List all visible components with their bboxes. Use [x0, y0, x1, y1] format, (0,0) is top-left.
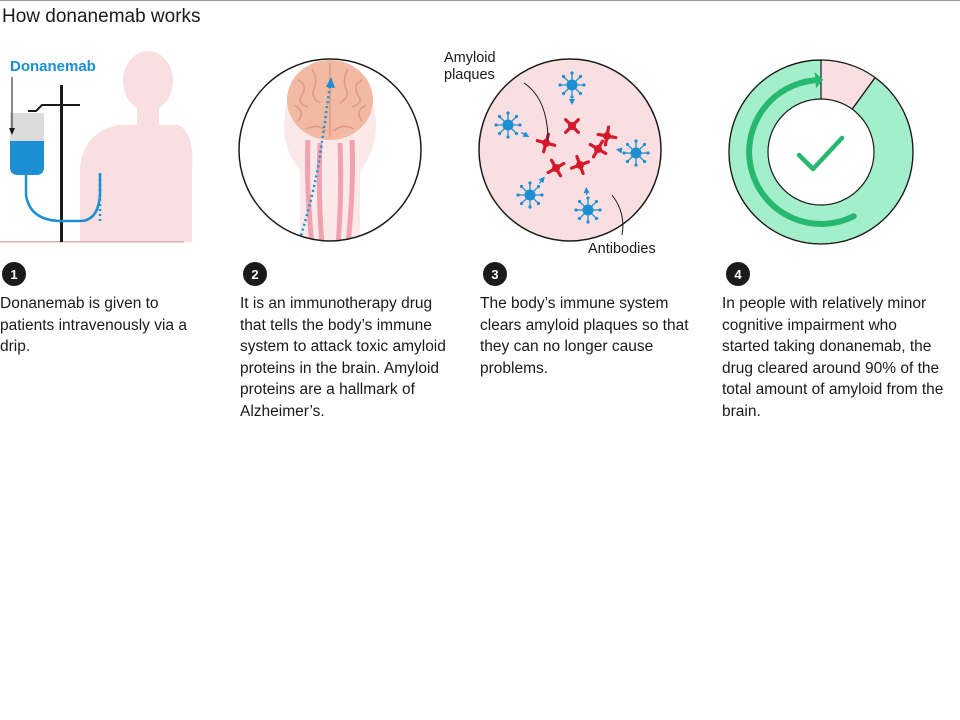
step-4-description: In people with relatively minor cognitiv…: [722, 295, 944, 420]
amyloid-plaque: [588, 139, 608, 159]
antibody: [494, 111, 530, 139]
drug-label: Donanemab: [10, 58, 96, 75]
amyloid-plaques: [535, 118, 618, 178]
step-3-number: 3: [483, 262, 507, 286]
step-1-illustration: Donanemab: [0, 45, 222, 260]
drip-tube: [24, 173, 102, 223]
step-2-description: It is an immunotherapy drug that tells t…: [240, 295, 446, 420]
step-3-description: The body’s immune system clears amyloid …: [480, 295, 689, 377]
antibodies-callout-line: [611, 194, 624, 236]
person-silhouette: [80, 51, 193, 242]
progress-arrowhead: [814, 72, 824, 89]
drip-pole: [60, 85, 63, 242]
antibody: [574, 187, 602, 224]
antibody: [616, 139, 650, 167]
antibodies: [494, 71, 650, 224]
plaques-callout-line: [523, 82, 549, 142]
page-title: How donanemab works: [2, 6, 201, 27]
plaques-callout: Amyloid plaques: [444, 50, 496, 83]
step-2-number: 2: [243, 262, 267, 286]
drug-arrowhead: [326, 77, 335, 88]
antibody: [558, 71, 586, 105]
ring-center: [767, 98, 875, 206]
amyloid-plaque: [596, 125, 618, 147]
antibody: [516, 176, 545, 209]
amyloid-plaque: [546, 158, 566, 178]
step-2-illustration: [236, 45, 458, 260]
brain: [287, 60, 373, 140]
baseline: [0, 241, 184, 243]
antibodies-callout: Antibodies: [588, 241, 656, 257]
step-2-frame: [238, 58, 422, 242]
step-3-illustration: Amyloid plaques Antibodies: [444, 45, 698, 260]
step-4-illustration: [720, 45, 942, 260]
step-4-number: 4: [726, 262, 750, 286]
top-rule: [0, 0, 960, 1]
progress-arc: [746, 77, 857, 227]
drip-hook: [28, 104, 80, 112]
step-1-description: Donanemab is given to patients intraveno…: [0, 295, 187, 355]
immune-diagram: [478, 58, 662, 242]
drip-fluid: [10, 141, 44, 175]
blood-vessels: [305, 139, 355, 241]
amyloid-plaque: [564, 118, 580, 134]
amyloid-plaque: [569, 154, 591, 176]
cleared-ring: [728, 59, 914, 245]
check-icon: [796, 135, 845, 172]
step-1-number: 1: [2, 262, 26, 286]
